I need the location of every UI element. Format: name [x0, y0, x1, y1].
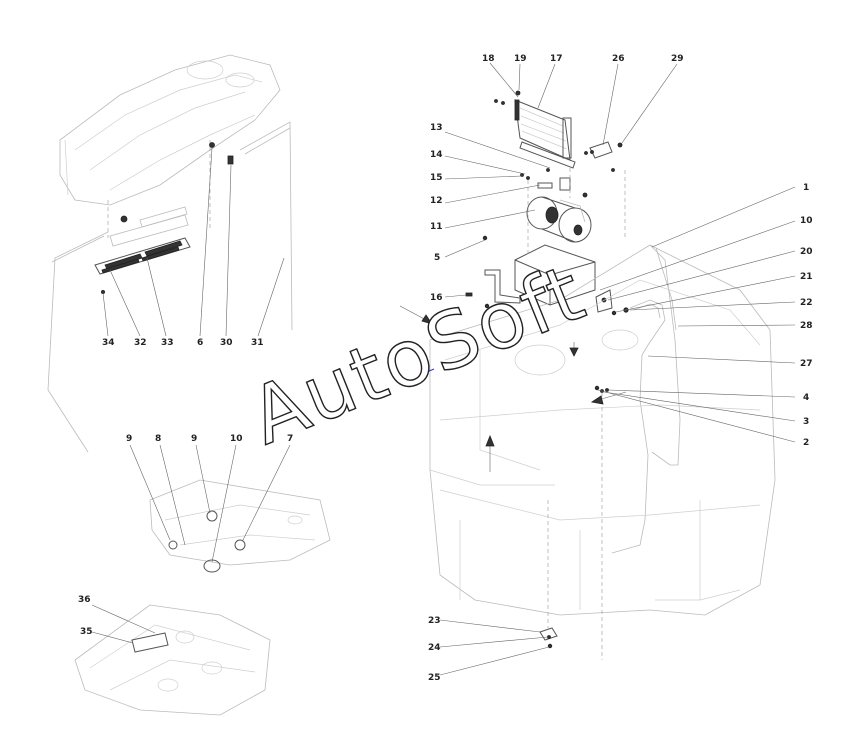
callout-18: 18 [482, 54, 495, 64]
floor-assembly [149, 479, 331, 573]
callout-31: 31 [251, 338, 264, 348]
callout-9-right: 9 [191, 434, 197, 444]
callout-33: 33 [161, 338, 174, 348]
vent-slots [101, 240, 183, 274]
callout-4: 4 [803, 393, 809, 403]
heater-assembly [465, 90, 681, 649]
direction-arrows [399, 305, 627, 472]
callout-30: 30 [220, 338, 233, 348]
callout-29: 29 [671, 54, 684, 64]
callout-16: 16 [430, 293, 443, 303]
callout-34: 34 [102, 338, 115, 348]
callout-20: 20 [800, 247, 813, 257]
callout-8: 8 [155, 434, 161, 444]
callout-28: 28 [800, 321, 813, 331]
callout-15: 15 [430, 173, 443, 183]
blower-motor [526, 196, 592, 243]
callout-22: 22 [800, 298, 813, 308]
callout-10-right: 10 [800, 216, 813, 226]
callout-26: 26 [612, 54, 625, 64]
callout-14: 14 [430, 150, 443, 160]
callout-32: 32 [134, 338, 147, 348]
callout-25: 25 [428, 673, 441, 683]
callout-6: 6 [197, 338, 203, 348]
callout-24: 24 [428, 643, 441, 653]
callout-13: 13 [430, 123, 443, 133]
callouts: 18 19 17 26 29 13 14 15 12 11 5 16 1 10 … [78, 54, 813, 683]
callout-19: 19 [514, 54, 527, 64]
callout-5: 5 [434, 253, 440, 263]
callout-35: 35 [80, 627, 93, 637]
callout-2: 2 [803, 438, 809, 448]
cab-frame [429, 168, 776, 660]
callout-27: 27 [800, 359, 813, 369]
callout-7: 7 [287, 434, 293, 444]
floor-pan [74, 604, 271, 716]
callout-17: 17 [550, 54, 563, 64]
callout-36: 36 [78, 595, 91, 605]
callout-3: 3 [803, 417, 809, 427]
callout-11: 11 [430, 222, 443, 232]
callout-10-left: 10 [230, 434, 243, 444]
callout-21: 21 [800, 272, 813, 282]
watermark-text: AutoSoft [238, 248, 597, 463]
callout-23: 23 [428, 616, 441, 626]
callout-9-left: 9 [126, 434, 132, 444]
leader-lines [91, 62, 796, 676]
roof-assembly [47, 54, 293, 453]
callout-12: 12 [430, 196, 443, 206]
callout-1: 1 [803, 183, 809, 193]
